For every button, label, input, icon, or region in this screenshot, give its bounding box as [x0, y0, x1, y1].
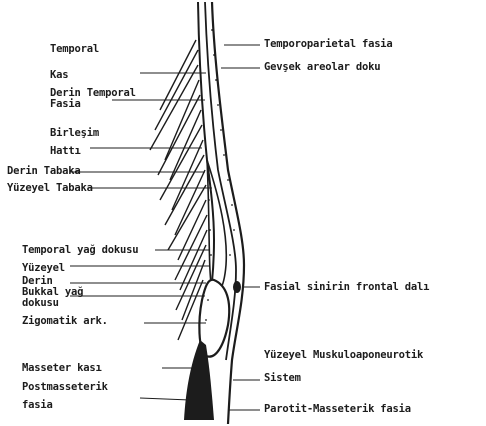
- label-postmasseterik: Postmasseterik: [22, 382, 108, 393]
- label-fasial-sinir: Fasial sinirin frontal dalı: [264, 282, 429, 293]
- label-derin-tabaka: Derin Tabaka: [7, 166, 80, 177]
- label-yuzeyel-tabaka: Yüzeyel Tabaka: [7, 183, 93, 194]
- label-zigomatik: Zigomatik ark.: [22, 316, 108, 327]
- label-gevsek: Gevşek areolar doku: [264, 62, 380, 73]
- label-temporal: Temporal: [50, 44, 99, 55]
- label-sistem: Sistem: [264, 373, 301, 384]
- label-hatti: Hattı: [50, 146, 81, 157]
- label-fasia-bottom: fasia: [22, 400, 53, 411]
- facial-nerve-dot: [233, 281, 241, 293]
- label-fasia-left: Fasia: [50, 99, 81, 110]
- left-leader-lines: [70, 73, 212, 400]
- label-dokusu: dokusu: [22, 298, 59, 309]
- label-temporoparietal: Temporoparietal fasia: [264, 39, 393, 50]
- temporal-muscle-fibres: [150, 40, 207, 340]
- label-kas: Kas: [50, 70, 68, 81]
- label-yuzeyel: Yüzeyel: [22, 263, 65, 274]
- label-temporal-yag: Temporal yağ dokusu: [22, 245, 138, 256]
- label-parotit: Parotit-Masseterik fasia: [264, 404, 411, 415]
- label-masseter: Masseter kası: [22, 363, 102, 374]
- label-birlesim: Birleşim: [50, 128, 99, 139]
- label-yuzeyel-musk: Yüzeyel Muskuloaponeurotik: [264, 350, 423, 361]
